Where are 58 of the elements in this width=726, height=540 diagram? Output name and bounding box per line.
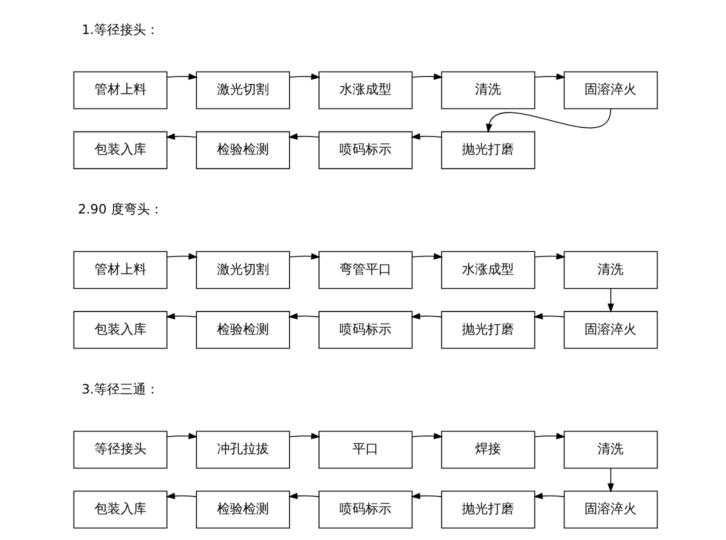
arrow: [410, 313, 442, 320]
node-box: 清洗: [563, 251, 658, 289]
label: 1.等径接头：: [81, 22, 159, 38]
label: 2.90 度弯头：: [77, 202, 162, 218]
node-box: 固溶淬火: [563, 311, 658, 349]
node-box: 激光切割: [195, 251, 290, 289]
node-box: 检验检测: [195, 490, 290, 529]
node-box: 检验检测: [195, 131, 290, 170]
node-box: 检验检测: [195, 311, 290, 349]
node-box: 弯管平口: [318, 251, 412, 289]
label: 3.等径三通：: [81, 382, 159, 398]
arrow: [410, 133, 442, 140]
arrow: [411, 432, 442, 440]
arrow: [166, 253, 198, 260]
node-box: 喷码标示: [318, 131, 412, 170]
arrow: [607, 288, 614, 313]
node-box: 包装入库: [72, 311, 167, 349]
arrow: [288, 313, 319, 320]
node-box: 固溶淬火: [563, 490, 658, 529]
node-box: 水涨成型: [318, 71, 412, 110]
arrow: [288, 492, 319, 500]
arrow: [532, 492, 564, 500]
node-box: 焊接: [440, 430, 535, 469]
node-box: 平口: [318, 430, 412, 469]
node-box: 喷码标示: [318, 490, 412, 529]
arrow: [165, 313, 196, 320]
node-box: 等径接头: [72, 430, 167, 469]
node-box: 抛光打磨: [440, 490, 535, 529]
arrow: [485, 108, 611, 134]
arrow: [166, 432, 198, 440]
node-box: 抛光打磨: [440, 311, 535, 349]
node-box: 冲孔拉拔: [195, 430, 290, 469]
arrow: [165, 492, 196, 500]
node-box: 固溶淬火: [563, 71, 658, 110]
arrow: [166, 73, 198, 80]
arrow: [534, 73, 566, 80]
arrow: [534, 253, 566, 260]
node-box: 喷码标示: [318, 311, 412, 349]
node-box: 包装入库: [72, 131, 167, 170]
arrow: [411, 73, 442, 80]
arrow: [411, 253, 442, 260]
arrow: [534, 432, 566, 440]
node-box: 管材上料: [72, 251, 167, 289]
arrow: [288, 253, 320, 260]
arrow: [607, 468, 614, 493]
arrow: [410, 492, 442, 500]
node-box: 清洗: [563, 430, 658, 469]
node-box: 管材上料: [72, 71, 167, 110]
node-box: 水涨成型: [440, 251, 535, 289]
arrow: [165, 133, 196, 140]
arrow: [288, 432, 320, 440]
node-box: 抛光打磨: [440, 131, 535, 170]
node-box: 清洗: [440, 71, 535, 110]
arrow: [288, 133, 319, 140]
node-box: 包装入库: [72, 490, 167, 529]
node-box: 激光切割: [195, 71, 290, 110]
arrow: [532, 313, 564, 320]
arrow: [288, 73, 320, 80]
